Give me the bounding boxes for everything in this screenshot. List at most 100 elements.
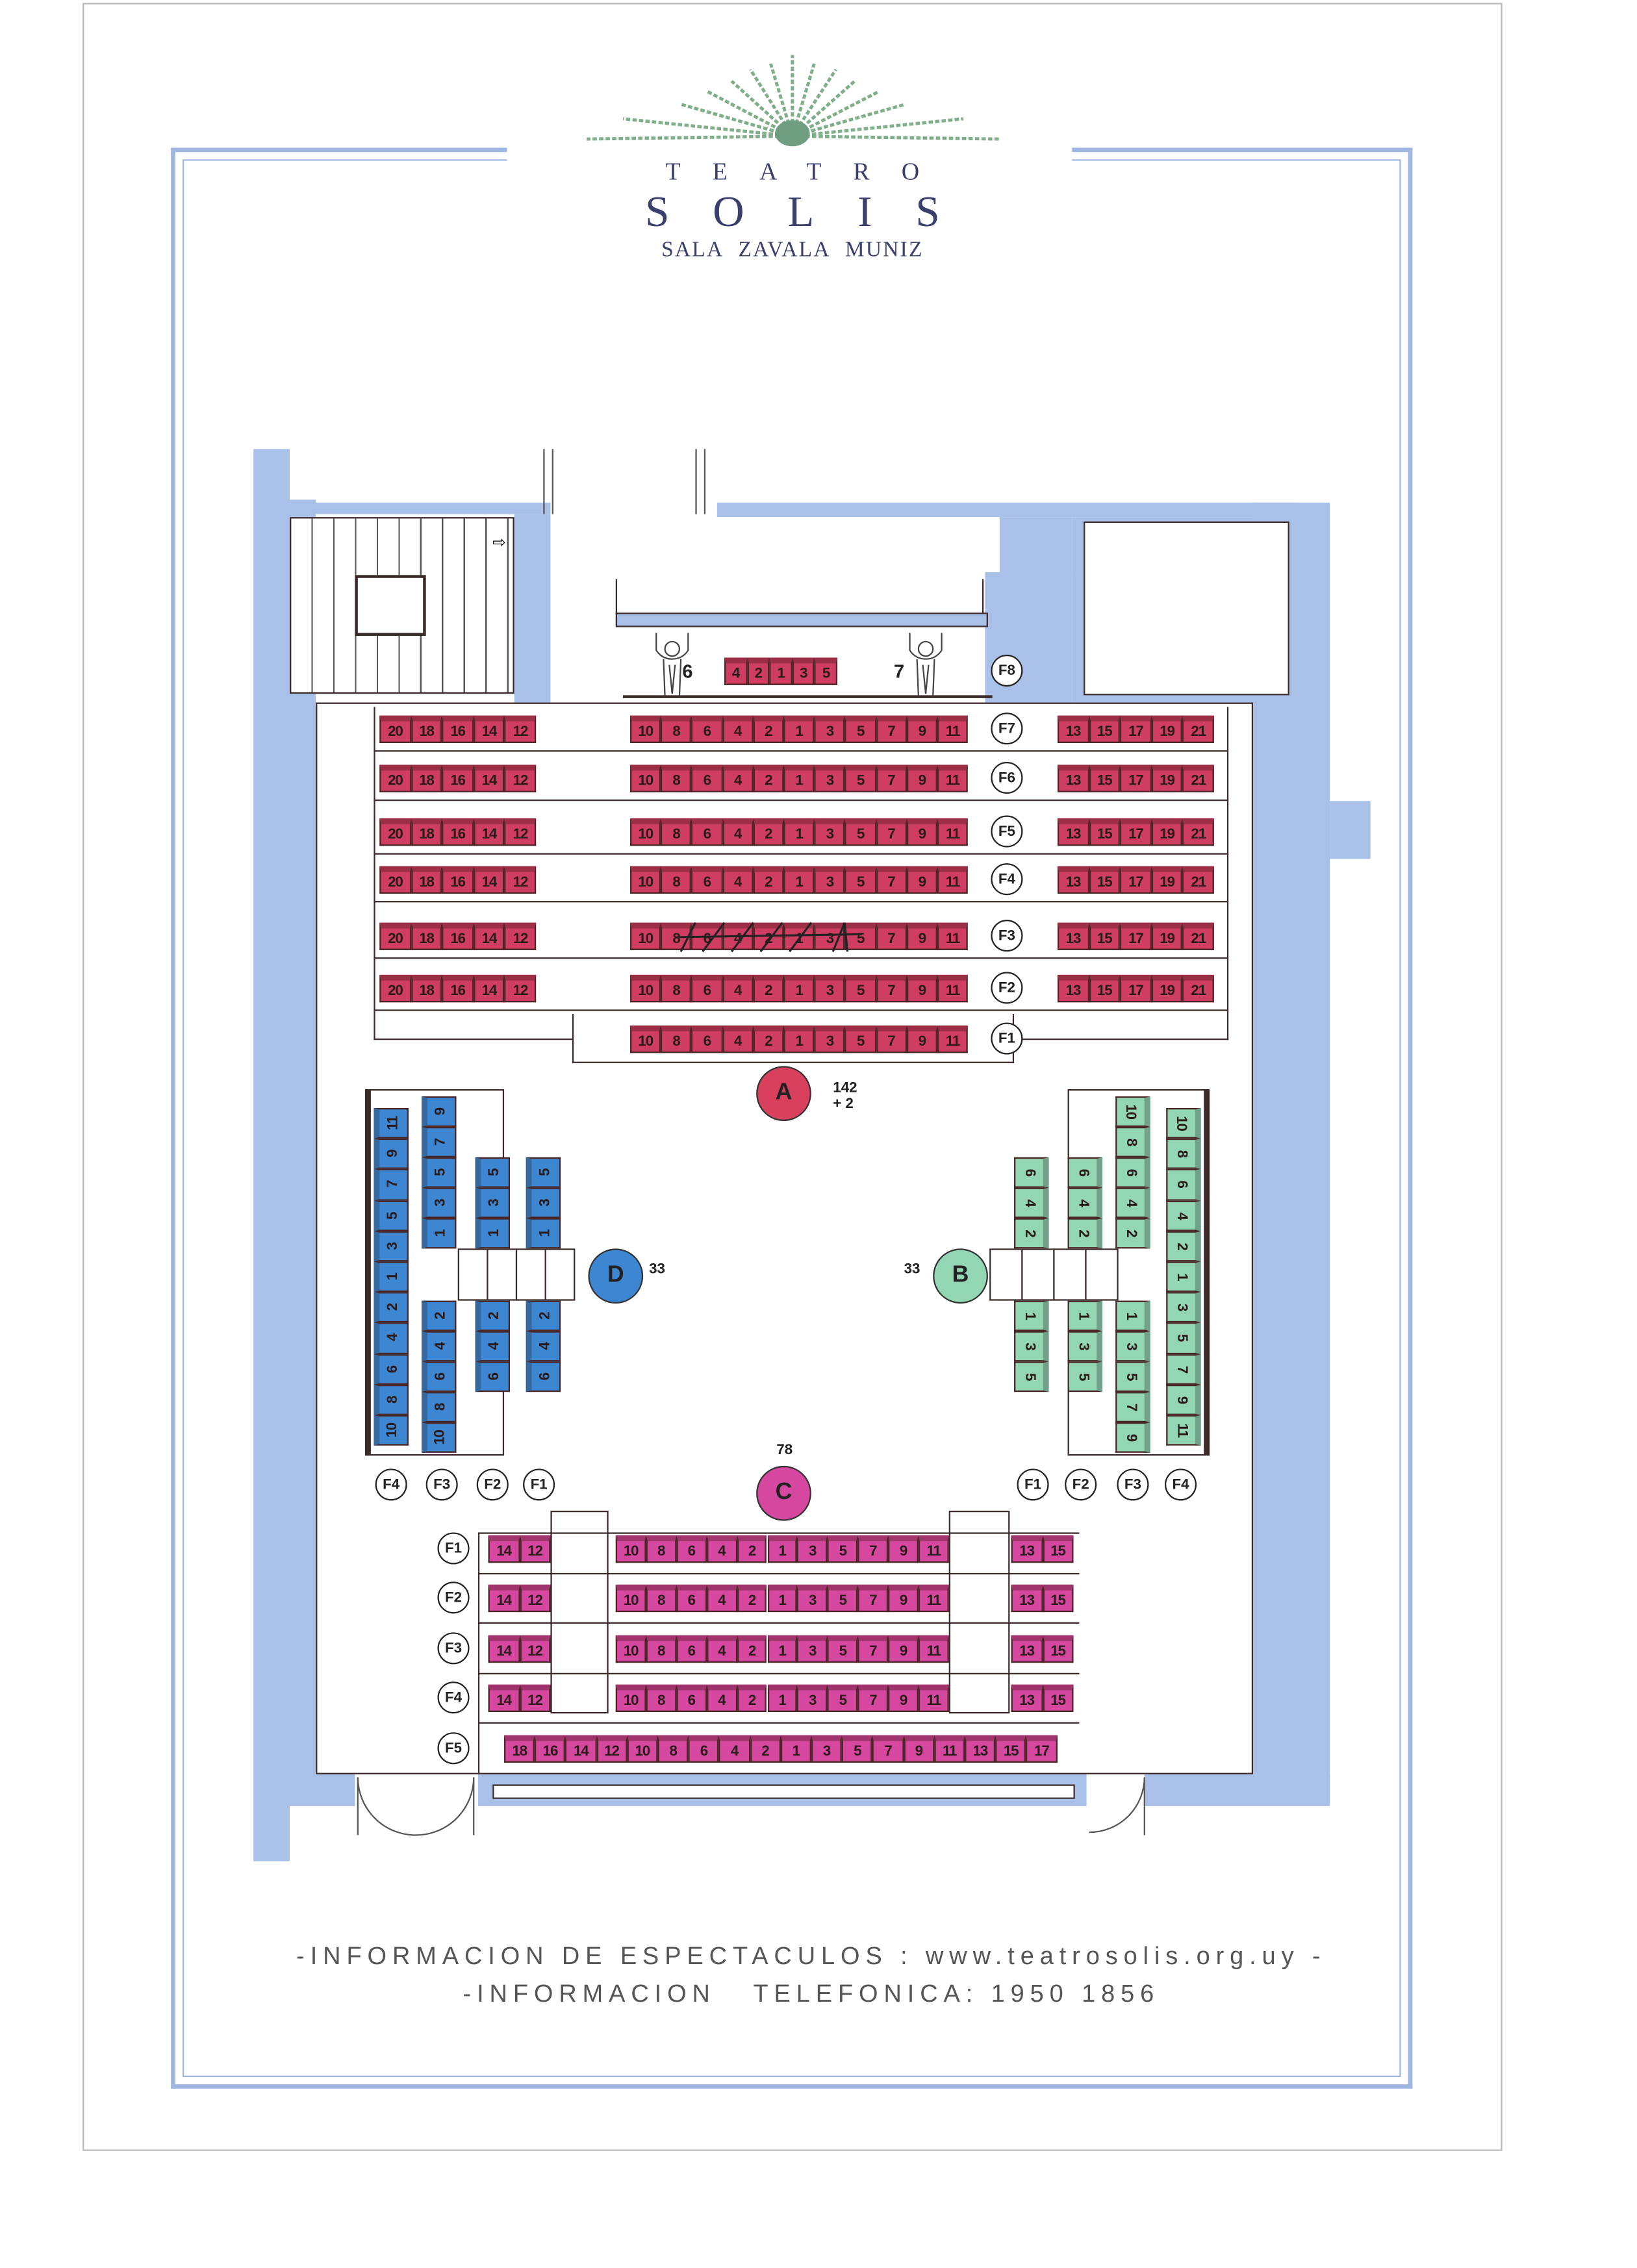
seat-F7-18[interactable]: 18 (411, 715, 442, 744)
seat-D2-8[interactable]: 8 (421, 1392, 457, 1422)
seat-F3-16[interactable]: 16 (442, 922, 474, 950)
seat-D1-7[interactable]: 7 (374, 1169, 409, 1200)
seat-F2-20[interactable]: 20 (379, 974, 411, 1003)
seat-F6-19[interactable]: 19 (1151, 764, 1183, 792)
seat-F5-1[interactable]: 1 (783, 818, 815, 846)
seat-F5-10[interactable]: 10 (630, 818, 661, 846)
seat-F3-15[interactable]: 15 (1089, 922, 1121, 950)
seat-F6-8[interactable]: 8 (661, 764, 692, 792)
seat-F3-6[interactable]: 6 (676, 1635, 707, 1663)
seat-B4-7[interactable]: 7 (1166, 1354, 1201, 1385)
seat-B1-3[interactable]: 3 (1014, 1331, 1049, 1362)
seat-F4-7[interactable]: 7 (857, 1684, 889, 1712)
seat-F5-15[interactable]: 15 (1089, 818, 1121, 846)
seat-F4-19[interactable]: 19 (1151, 866, 1183, 894)
seat-F2-2[interactable]: 2 (753, 974, 784, 1003)
seat-F4-8[interactable]: 8 (646, 1684, 676, 1712)
seat-F1-10[interactable]: 10 (615, 1535, 646, 1563)
seat-F2-9[interactable]: 9 (906, 974, 937, 1003)
seat-D2-6[interactable]: 6 (421, 1361, 457, 1392)
seat-F1-3[interactable]: 3 (814, 1025, 845, 1053)
seat-F4-15[interactable]: 15 (1042, 1684, 1074, 1712)
section-a-badge[interactable]: A (756, 1066, 811, 1122)
seat-B2-3[interactable]: 3 (1067, 1331, 1103, 1362)
seat-F1-6[interactable]: 6 (676, 1535, 707, 1563)
seat-D1-9[interactable]: 9 (374, 1139, 409, 1170)
seat-F7-10[interactable]: 10 (630, 715, 661, 744)
seat-F6-1[interactable]: 1 (783, 764, 815, 792)
seat-F6-17[interactable]: 17 (1120, 764, 1152, 792)
seat-B3-7[interactable]: 7 (1115, 1392, 1150, 1422)
seat-F1-11[interactable]: 11 (937, 1025, 969, 1053)
seat-F5-6[interactable]: 6 (691, 818, 722, 846)
seat-F1-2[interactable]: 2 (753, 1025, 784, 1053)
seat-D4-1[interactable]: 1 (526, 1218, 561, 1249)
seat-D4-5[interactable]: 5 (526, 1157, 561, 1188)
seat-F2-2[interactable]: 2 (737, 1584, 767, 1613)
seat-B4-2[interactable]: 2 (1166, 1231, 1201, 1262)
seat-F2-15[interactable]: 15 (1042, 1584, 1074, 1613)
seat-F5-9[interactable]: 9 (903, 1735, 934, 1763)
seat-F1-1[interactable]: 1 (767, 1535, 798, 1563)
seat-F4-9[interactable]: 9 (888, 1684, 919, 1712)
seat-F1-3[interactable]: 3 (797, 1535, 828, 1563)
seat-F1-5[interactable]: 5 (845, 1025, 876, 1053)
seat-F2-11[interactable]: 11 (937, 974, 969, 1003)
seat-F4-11[interactable]: 11 (937, 866, 969, 894)
seat-F5-18[interactable]: 18 (411, 818, 442, 846)
seat-F2-12[interactable]: 12 (519, 1584, 551, 1613)
seat-F5-16[interactable]: 16 (442, 818, 474, 846)
seat-F2-3[interactable]: 3 (797, 1584, 828, 1613)
seat-B4-9[interactable]: 9 (1166, 1384, 1201, 1415)
seat-F5-8[interactable]: 8 (661, 818, 692, 846)
seat-F2-5[interactable]: 5 (828, 1584, 858, 1613)
seat-F1-1[interactable]: 1 (783, 1025, 815, 1053)
seat-F4-3[interactable]: 3 (797, 1684, 828, 1712)
seat-B4-3[interactable]: 3 (1166, 1292, 1201, 1323)
seat-F7-11[interactable]: 11 (937, 715, 969, 744)
seat-F7-5[interactable]: 5 (845, 715, 876, 744)
seat-F6-5[interactable]: 5 (845, 764, 876, 792)
seat-F5-11[interactable]: 11 (933, 1735, 965, 1763)
seat-F4-3[interactable]: 3 (814, 866, 845, 894)
seat-F5-4[interactable]: 4 (719, 1735, 750, 1763)
seat-D1-11[interactable]: 11 (374, 1108, 409, 1139)
seat-F3-4[interactable]: 4 (706, 1635, 737, 1663)
seat-F2-1[interactable]: 1 (783, 974, 815, 1003)
seat-F5-5[interactable]: 5 (845, 818, 876, 846)
seat-F7-1[interactable]: 1 (783, 715, 815, 744)
seat-F4-4[interactable]: 4 (722, 866, 754, 894)
seat-D2-10[interactable]: 10 (421, 1422, 457, 1453)
seat-B2-5[interactable]: 5 (1067, 1361, 1103, 1392)
seat-F3-21[interactable]: 21 (1182, 922, 1214, 950)
seat-F2-10[interactable]: 10 (615, 1584, 646, 1613)
seat-B3-6[interactable]: 6 (1115, 1157, 1150, 1188)
seat-B1-6[interactable]: 6 (1014, 1157, 1049, 1188)
seat-D1-1[interactable]: 1 (374, 1261, 409, 1292)
seat-F2-8[interactable]: 8 (661, 974, 692, 1003)
seat-F8-1[interactable]: 1 (769, 657, 793, 685)
seat-F2-17[interactable]: 17 (1120, 974, 1152, 1003)
seat-F3-1[interactable]: 1 (767, 1635, 798, 1663)
seat-F1-7[interactable]: 7 (876, 1025, 907, 1053)
seat-D3-1[interactable]: 1 (475, 1218, 510, 1249)
seat-D1-10[interactable]: 10 (374, 1415, 409, 1446)
seat-F6-21[interactable]: 21 (1182, 764, 1214, 792)
seat-F7-20[interactable]: 20 (379, 715, 411, 744)
seat-F5-19[interactable]: 19 (1151, 818, 1183, 846)
seat-F6-7[interactable]: 7 (876, 764, 907, 792)
seat-F5-2[interactable]: 2 (753, 818, 784, 846)
seat-F3-12[interactable]: 12 (519, 1635, 551, 1663)
seat-F1-11[interactable]: 11 (918, 1535, 949, 1563)
seat-B4-6[interactable]: 6 (1166, 1169, 1201, 1200)
seat-F2-8[interactable]: 8 (646, 1584, 676, 1613)
seat-F2-21[interactable]: 21 (1182, 974, 1214, 1003)
seat-F4-2[interactable]: 2 (737, 1684, 767, 1712)
seat-F5-12[interactable]: 12 (596, 1735, 628, 1763)
seat-F4-20[interactable]: 20 (379, 866, 411, 894)
seat-B1-1[interactable]: 1 (1014, 1300, 1049, 1331)
seat-F2-4[interactable]: 4 (706, 1584, 737, 1613)
seat-F1-10[interactable]: 10 (630, 1025, 661, 1053)
seat-F3-5[interactable]: 5 (828, 1635, 858, 1663)
seat-D3-6[interactable]: 6 (475, 1361, 510, 1392)
